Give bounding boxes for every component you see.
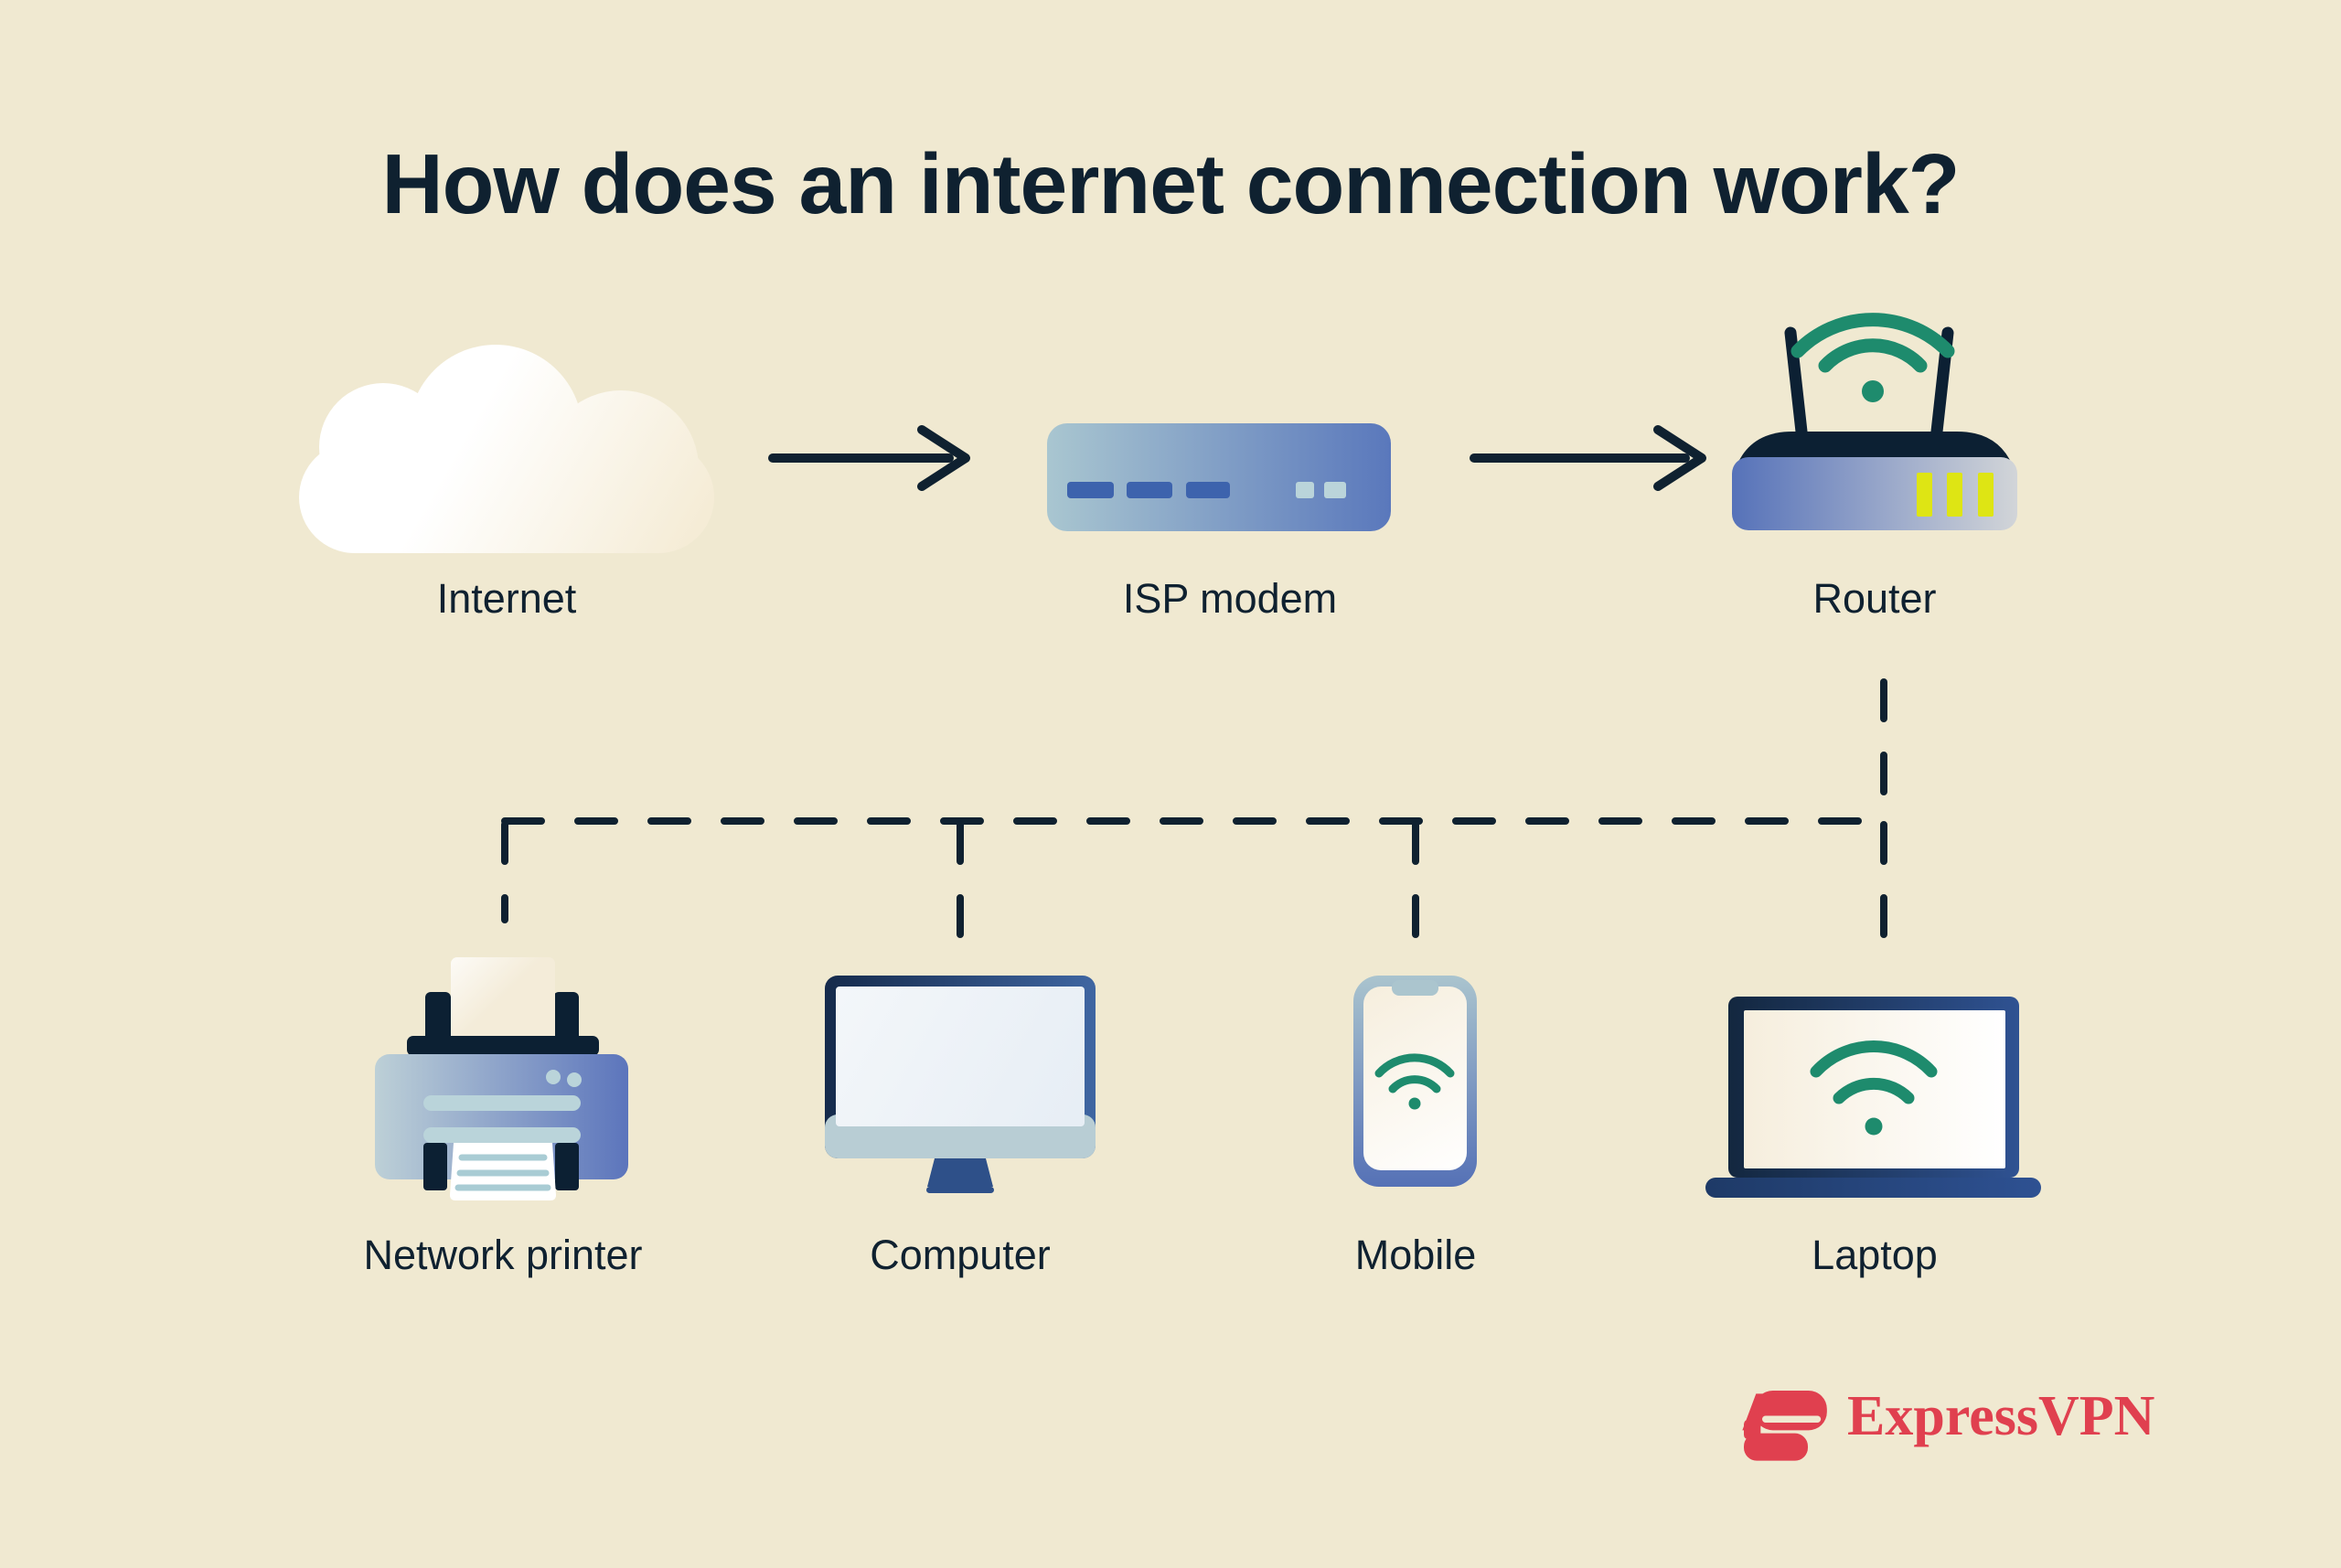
network-printer-label: Network printer (363, 1232, 643, 1278)
isp-modem-icon (1047, 423, 1391, 531)
page-title: How does an internet connection work? (381, 136, 1960, 231)
router-label: Router (1812, 575, 1937, 622)
wifi-icon (1810, 1040, 1938, 1104)
router-icon (1732, 313, 2017, 530)
mobile-label: Mobile (1354, 1232, 1477, 1278)
mobile-icon (1353, 976, 1477, 1187)
dashed-network-lines (501, 678, 1887, 947)
arrow-internet-to-modem (768, 425, 970, 491)
arrow-modem-to-router (1470, 425, 1706, 491)
laptop-icon (1705, 997, 2041, 1198)
network-printer-icon (375, 957, 628, 1200)
internet-cloud-icon (299, 345, 714, 553)
internet-label: Internet (436, 575, 577, 622)
wifi-icon (1790, 313, 1955, 373)
laptop-label: Laptop (1812, 1232, 1938, 1278)
wifi-icon (1374, 1053, 1455, 1093)
computer-label: Computer (870, 1232, 1051, 1278)
computer-icon (825, 976, 1096, 1193)
expressvpn-logo-icon (1742, 1391, 1827, 1461)
isp-modem-label: ISP modem (1122, 575, 1338, 622)
brand-name: ExpressVPN (1847, 1385, 2155, 1447)
